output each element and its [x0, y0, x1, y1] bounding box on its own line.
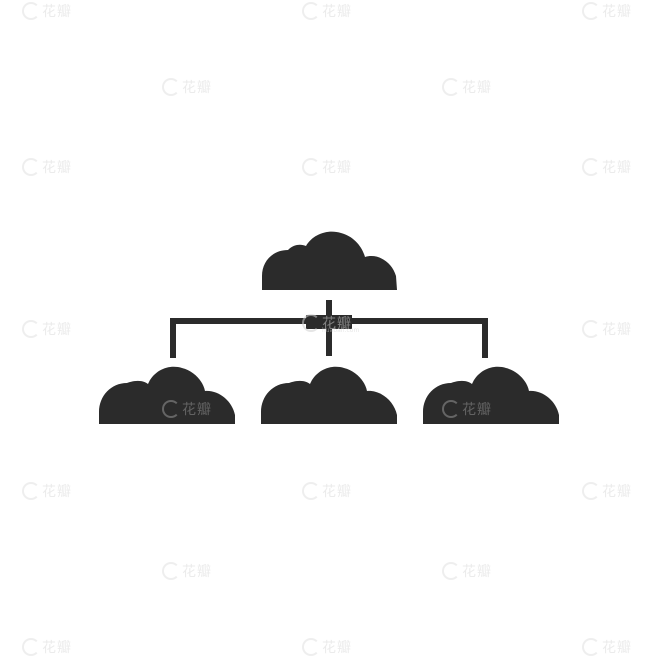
huaban-logo-icon [302, 2, 320, 20]
watermark-subtext: huaban.com [322, 327, 360, 334]
watermark: 花瓣 [160, 76, 224, 98]
watermark: 花瓣 [440, 398, 504, 420]
left-cloud-icon [99, 366, 235, 424]
watermark-text: 花瓣 [462, 80, 492, 96]
watermark: 花瓣 [580, 636, 644, 658]
huaban-logo-icon [302, 314, 320, 332]
watermark-text: 花瓣 [602, 484, 632, 500]
watermark: 花瓣 [580, 156, 644, 178]
watermark: 花瓣 [20, 0, 84, 22]
watermark: 花瓣 [20, 318, 84, 340]
huaban-logo-icon [442, 78, 460, 96]
watermark-text: 花瓣 [462, 564, 492, 580]
watermark: 花瓣 [300, 636, 364, 658]
watermark-text: 花瓣 [42, 322, 72, 338]
huaban-logo-icon [302, 638, 320, 656]
huaban-logo-icon [302, 158, 320, 176]
watermark-text: 花瓣 [42, 484, 72, 500]
huaban-logo-icon [162, 78, 180, 96]
watermark: 花瓣 [300, 480, 364, 502]
watermark-text: 花瓣 [322, 316, 352, 332]
watermark-text: 花瓣 [602, 4, 632, 20]
middle-cloud-icon [261, 366, 397, 424]
watermark: 花瓣 [20, 636, 84, 658]
huaban-logo-icon [442, 400, 460, 418]
watermark: 花瓣 [160, 398, 224, 420]
watermark-text: 花瓣 [182, 402, 212, 418]
huaban-logo-icon [582, 158, 600, 176]
huaban-logo-icon [162, 562, 180, 580]
watermark: 花瓣 [300, 156, 364, 178]
huaban-logo-icon [22, 482, 40, 500]
watermark: 花瓣 [20, 480, 84, 502]
watermark-text: 花瓣 [182, 564, 212, 580]
huaban-logo-icon [302, 482, 320, 500]
watermark: 花瓣 [580, 480, 644, 502]
watermark: 花瓣 [440, 76, 504, 98]
right-drop-line [482, 318, 488, 358]
huaban-logo-icon [582, 2, 600, 20]
huaban-logo-icon [582, 482, 600, 500]
watermark-text: 花瓣 [42, 640, 72, 656]
huaban-logo-icon [582, 638, 600, 656]
watermark: 花瓣 [580, 318, 644, 340]
huaban-logo-icon [442, 562, 460, 580]
watermark-text: 花瓣 [42, 4, 72, 20]
watermark: 花瓣 [20, 156, 84, 178]
watermark-text: 花瓣 [322, 484, 352, 500]
watermark-text: 花瓣 [602, 160, 632, 176]
huaban-logo-icon [582, 320, 600, 338]
watermark-text: 花瓣 [462, 402, 492, 418]
watermark-text: 花瓣 [322, 4, 352, 20]
watermark: 花瓣 [580, 0, 644, 22]
huaban-logo-icon [22, 320, 40, 338]
watermark-text: 花瓣 [602, 322, 632, 338]
watermark-text: 花瓣 [602, 640, 632, 656]
watermark: 花瓣 [160, 560, 224, 582]
watermark: 花瓣 huaban.com [300, 312, 364, 334]
watermark-text: 花瓣 [182, 80, 212, 96]
huaban-logo-icon [162, 400, 180, 418]
watermark-text: 花瓣 [42, 160, 72, 176]
huaban-logo-icon [22, 638, 40, 656]
left-drop-line [170, 318, 176, 358]
watermark: 花瓣 [440, 560, 504, 582]
huaban-logo-icon [22, 158, 40, 176]
watermark: 花瓣 [300, 0, 364, 22]
huaban-logo-icon [22, 2, 40, 20]
watermark-text: 花瓣 [322, 160, 352, 176]
top-cloud-icon [262, 231, 397, 290]
watermark-text: 花瓣 [322, 640, 352, 656]
